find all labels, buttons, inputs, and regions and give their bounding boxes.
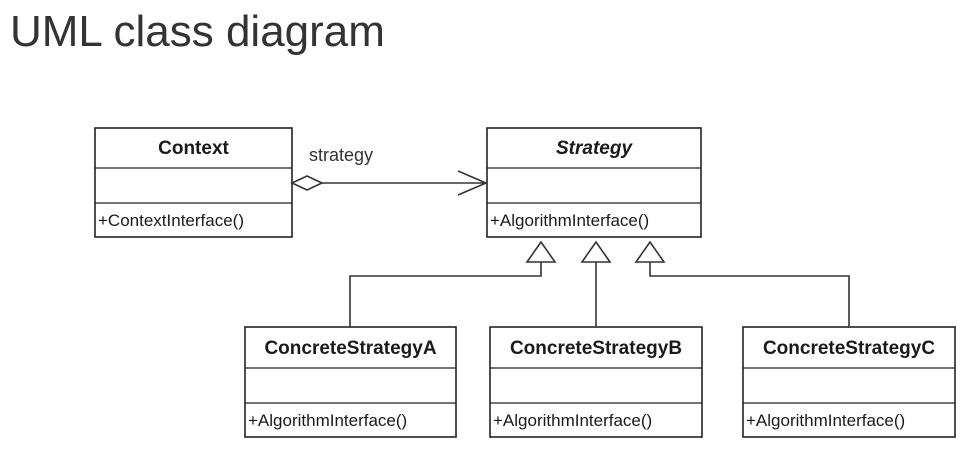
class-name-strategy: Strategy (556, 138, 633, 159)
aggregation-diamond-icon (290, 175, 324, 191)
generalization-line-c (649, 262, 850, 327)
generalization-edge-b (580, 240, 612, 327)
page-title: UML class diagram (10, 7, 385, 56)
inheritance-triangle-icon (634, 240, 666, 263)
class-name-concrete-strategy-c: ConcreteStrategyC (763, 338, 935, 359)
operation-strategy-algorithm-interface: +AlgorithmInterface() (490, 211, 649, 230)
operation-concrete-c-algorithm-interface: +AlgorithmInterface() (746, 411, 905, 430)
class-concrete-strategy-c: ConcreteStrategyC +AlgorithmInterface() (742, 326, 956, 438)
class-strategy: Strategy +AlgorithmInterface() (486, 127, 702, 238)
operation-concrete-a-algorithm-interface: +AlgorithmInterface() (248, 411, 407, 430)
operation-concrete-b-algorithm-interface: +AlgorithmInterface() (493, 411, 652, 430)
class-concrete-strategy-a: ConcreteStrategyA +AlgorithmInterface() (244, 326, 457, 438)
operation-context-interface: +ContextInterface() (98, 211, 244, 230)
generalization-edge-a (349, 240, 557, 327)
aggregation-edge: strategy (290, 145, 489, 196)
class-context: Context +ContextInterface() (94, 127, 293, 238)
class-concrete-strategy-b: ConcreteStrategyB +AlgorithmInterface() (489, 326, 703, 438)
generalization-line-a (349, 262, 542, 327)
open-arrowhead-icon (457, 170, 489, 196)
class-name-context: Context (158, 138, 229, 159)
generalization-edge-c (634, 240, 850, 327)
class-name-concrete-strategy-b: ConcreteStrategyB (510, 338, 682, 359)
class-name-concrete-strategy-a: ConcreteStrategyA (264, 338, 436, 359)
inheritance-triangle-icon (580, 240, 612, 263)
inheritance-triangle-icon (525, 240, 557, 263)
aggregation-role-label: strategy (309, 145, 373, 165)
